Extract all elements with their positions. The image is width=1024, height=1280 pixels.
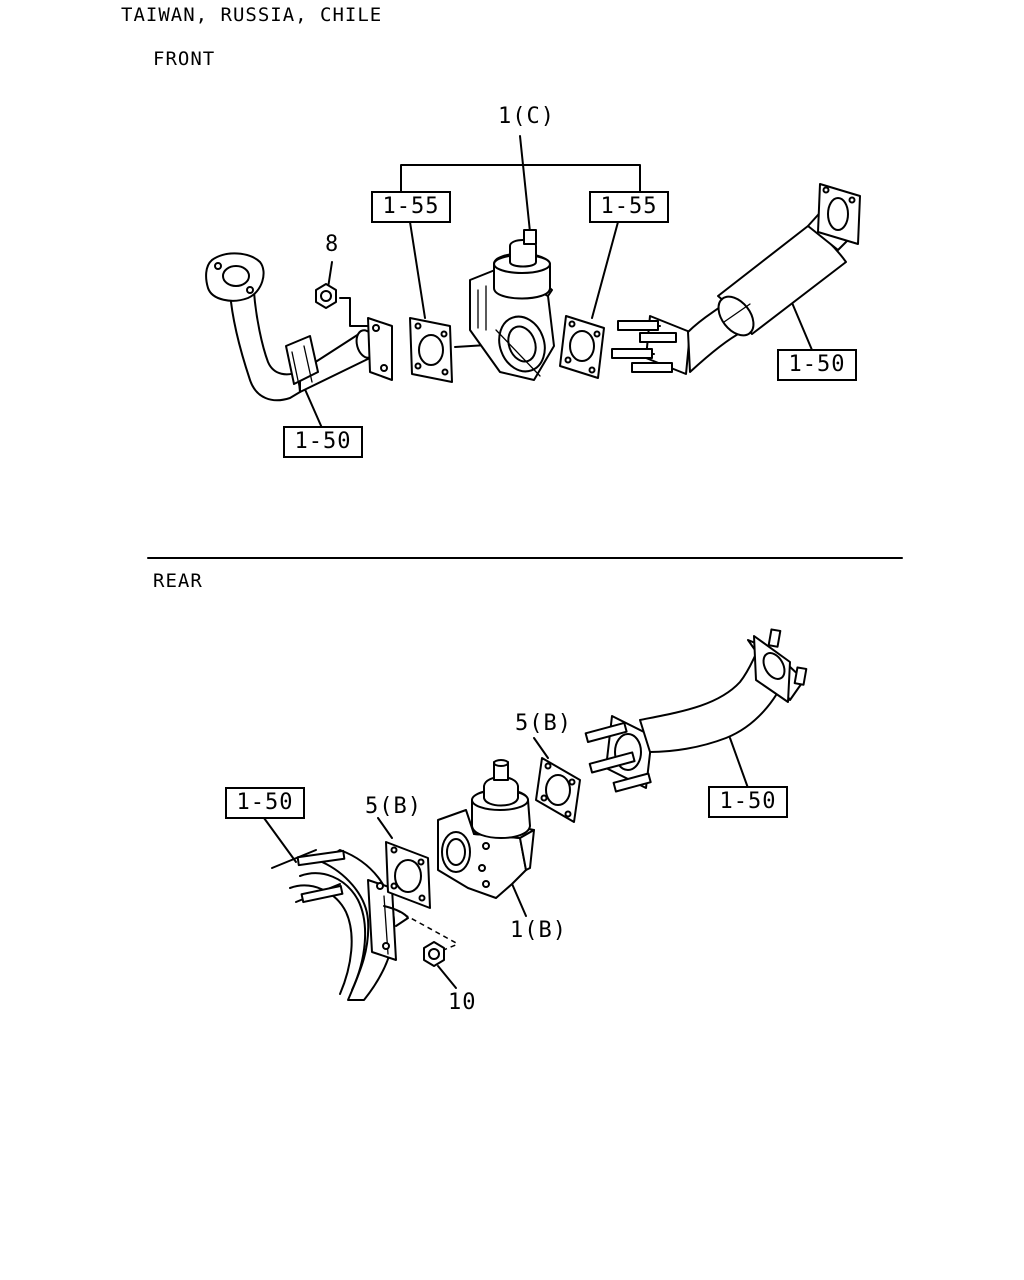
- rear-nut-leader: [437, 965, 457, 989]
- region-heading: TAIWAN, RUSSIA, CHILE: [121, 4, 383, 26]
- front-bracket-line: [400, 164, 641, 197]
- ref-box-pipe-front[interactable]: 1-50: [283, 426, 363, 458]
- ref-box-manifold[interactable]: 1-50: [225, 787, 305, 819]
- rear-pipe-leader: [729, 737, 749, 789]
- rear-exhaust-pipe: [584, 628, 808, 793]
- nut-stud-line: [339, 297, 377, 327]
- callout-nut-10: 10: [448, 990, 477, 1015]
- rear-exhaust-manifold: [271, 849, 409, 1001]
- gasket-left-leader: [409, 221, 426, 319]
- front-rear-pipe-muffler: [611, 183, 861, 375]
- front-assembly: [205, 135, 861, 429]
- callout-valve-1c: 1(C): [498, 104, 555, 129]
- front-exhaust-pipe: [205, 252, 393, 402]
- rear-assembly: [263, 628, 808, 1001]
- rear-lower-gasket: [385, 841, 431, 909]
- rear-gasket-upper-leader: [533, 737, 549, 759]
- front-exhaust-brake-valve: [469, 229, 555, 381]
- callout-gasket-5b-lower: 5(B): [365, 794, 422, 819]
- rear-gasket-lower-leader: [377, 817, 393, 839]
- nut-leader: [327, 261, 333, 289]
- ref-box-gasket-right[interactable]: 1-55: [589, 191, 669, 223]
- gasket-right-leader: [591, 221, 619, 319]
- nut-8-part: [315, 283, 337, 309]
- ref-box-gasket-left[interactable]: 1-55: [371, 191, 451, 223]
- callout-nut-8: 8: [325, 232, 340, 257]
- rear-manifold-leader: [263, 817, 297, 863]
- callout-gasket-5b-upper: 5(B): [515, 711, 572, 736]
- front-left-gasket: [409, 317, 453, 383]
- ref-box-pipe-rear[interactable]: 1-50: [777, 349, 857, 381]
- rear-exhaust-brake-valve: [437, 759, 535, 899]
- front-section-title: FRONT: [153, 48, 216, 70]
- valve-leader-line: [519, 135, 531, 233]
- nut-10-part: [423, 941, 445, 967]
- rear-section-title: REAR: [153, 570, 203, 592]
- front-right-gasket: [559, 315, 605, 379]
- callout-valve-1b: 1(B): [510, 918, 567, 943]
- ref-box-rear-pipe[interactable]: 1-50: [708, 786, 788, 818]
- rear-upper-gasket: [535, 757, 581, 823]
- pipe-rear-leader: [789, 297, 813, 351]
